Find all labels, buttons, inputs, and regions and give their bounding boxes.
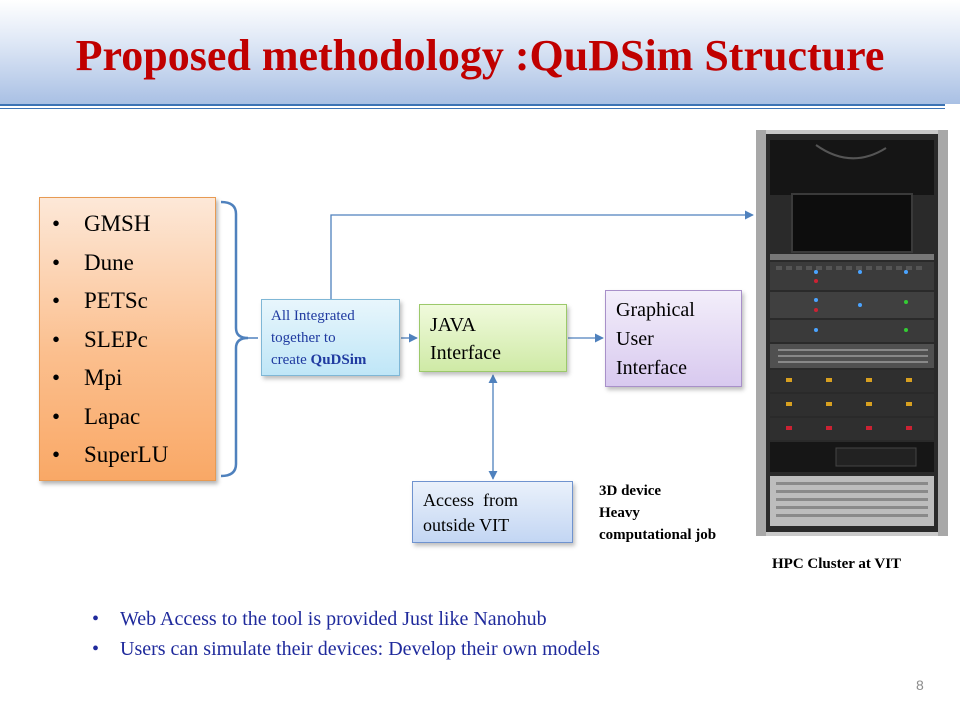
- integrated-line: create QuDSim: [271, 349, 399, 371]
- library-name: Lapac: [84, 403, 141, 429]
- integrated-to-cluster-arrow: [330, 210, 754, 299]
- device-note: 3D device Heavy computational job: [599, 480, 716, 546]
- libraries-box: • GMSH • Dune • PETSc • SLEPc • Mpi • Lapac • S…: [39, 197, 216, 481]
- hpc-cluster-photo: [756, 130, 948, 536]
- library-name: PETSc: [84, 288, 148, 313]
- gui-line: Graphical: [616, 299, 695, 321]
- qudsim-label: QuDSim: [310, 352, 367, 368]
- bullet-icon: •: [52, 365, 61, 390]
- page-number: 8: [916, 677, 924, 693]
- library-item: • Dune: [52, 244, 168, 283]
- bullet-icon: •: [52, 326, 61, 352]
- bottom-bullet-text: Users can simulate their devices: Develo…: [120, 638, 600, 660]
- bullet-icon: •: [52, 288, 61, 313]
- integrated-line: All Integrated: [271, 308, 355, 324]
- device-note-line: Heavy: [599, 505, 640, 521]
- bullet-icon: •: [52, 211, 61, 236]
- java-interface-box: JAVA Interface: [419, 304, 567, 372]
- title-rule: [0, 104, 945, 106]
- bullet-icon: •: [92, 608, 100, 630]
- title-banner: [0, 0, 960, 104]
- bullet-icon: •: [52, 403, 61, 429]
- library-item: • PETSc: [52, 282, 168, 321]
- java-line: JAVA: [430, 314, 476, 336]
- library-item: • SLEPc: [52, 321, 168, 360]
- access-line: Access from: [423, 490, 518, 510]
- library-name: GMSH: [84, 211, 151, 236]
- hpc-cluster-caption: HPC Cluster at VIT: [772, 556, 902, 572]
- bullet-icon: •: [92, 638, 100, 660]
- bullet-icon: •: [52, 249, 61, 275]
- brace-icon: [220, 200, 249, 478]
- library-name: SLEPc: [84, 326, 148, 352]
- bottom-bullet-item: • Users can simulate their devices: Devel…: [92, 634, 600, 664]
- bottom-bullet-item: • Web Access to the tool is provided Just…: [92, 604, 600, 634]
- gui-line: User: [616, 328, 654, 350]
- gui-line: Interface: [616, 357, 688, 379]
- integrated-box: All Integrated together to create QuDSim: [261, 299, 400, 376]
- access-box: Access from outside VIT: [412, 481, 573, 543]
- library-name: Mpi: [84, 365, 123, 390]
- library-item: • Lapac: [52, 398, 168, 437]
- library-item: • Mpi: [52, 359, 168, 398]
- integrated-prefix: create: [271, 352, 311, 368]
- bottom-bullet-text: Web Access to the tool is provided Just …: [120, 608, 547, 630]
- libraries-list: • GMSH • Dune • PETSc • SLEPc • Mpi • Lapac • S…: [52, 205, 168, 475]
- bottom-bullet-list: • Web Access to the tool is provided Just…: [92, 604, 600, 664]
- title-rule-thin: [0, 108, 945, 109]
- integrated-line: together to: [271, 330, 336, 346]
- slide-title: Proposed methodology :QuDSim Structure: [75, 31, 885, 80]
- library-name: SuperLU: [84, 442, 169, 467]
- gui-box: Graphical User Interface: [605, 290, 742, 387]
- bullet-icon: •: [52, 442, 61, 467]
- library-item: • SuperLU: [52, 436, 168, 475]
- device-note-line: 3D device: [599, 483, 662, 499]
- access-line: outside VIT: [423, 515, 510, 535]
- library-name: Dune: [84, 249, 134, 275]
- java-line: Interface: [430, 342, 502, 364]
- library-item: • GMSH: [52, 205, 168, 244]
- device-note-line: computational job: [599, 527, 717, 543]
